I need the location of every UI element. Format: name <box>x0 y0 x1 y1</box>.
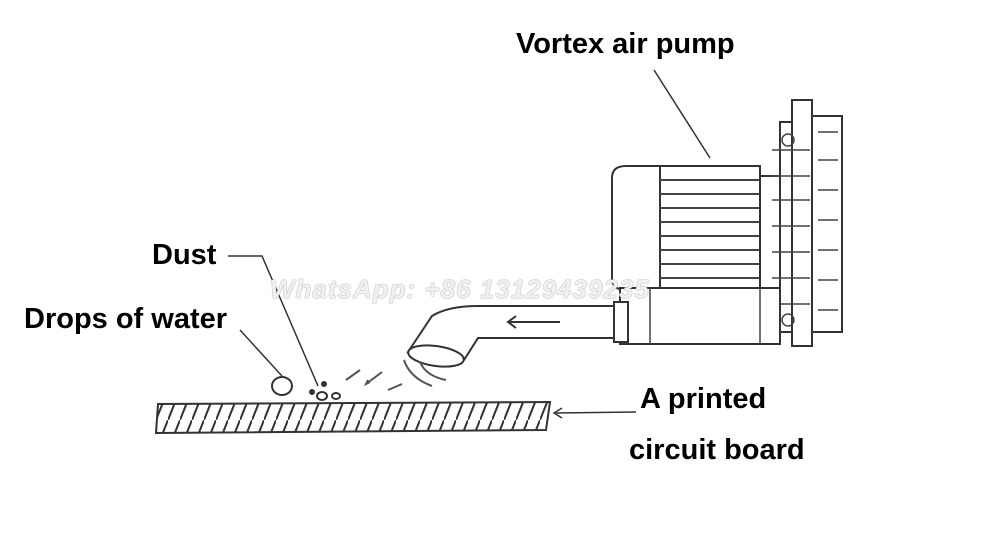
label-pcb-line2: circuit board <box>629 434 805 466</box>
leader-pcb <box>555 411 637 414</box>
circuit-board <box>154 400 552 435</box>
airflow-lines <box>345 359 447 391</box>
cooling-fins <box>660 179 760 279</box>
drops-and-dust <box>271 376 341 401</box>
watermark: WhatsApp: +86 13129439235 <box>270 274 650 304</box>
leader-water <box>239 329 283 377</box>
vortex-air-pump <box>611 99 843 347</box>
leader-lines <box>228 69 711 419</box>
airflow-arrow <box>506 315 560 329</box>
suction-hose <box>406 305 615 368</box>
leader-pump <box>653 69 711 159</box>
label-vortex-air-pump: Vortex air pump <box>516 28 735 60</box>
label-pcb-line1: A printed <box>640 383 767 415</box>
label-drops-of-water: Drops of water <box>24 303 228 335</box>
water-drop <box>271 376 293 396</box>
leader-dust <box>228 255 319 387</box>
label-dust: Dust <box>152 239 217 271</box>
